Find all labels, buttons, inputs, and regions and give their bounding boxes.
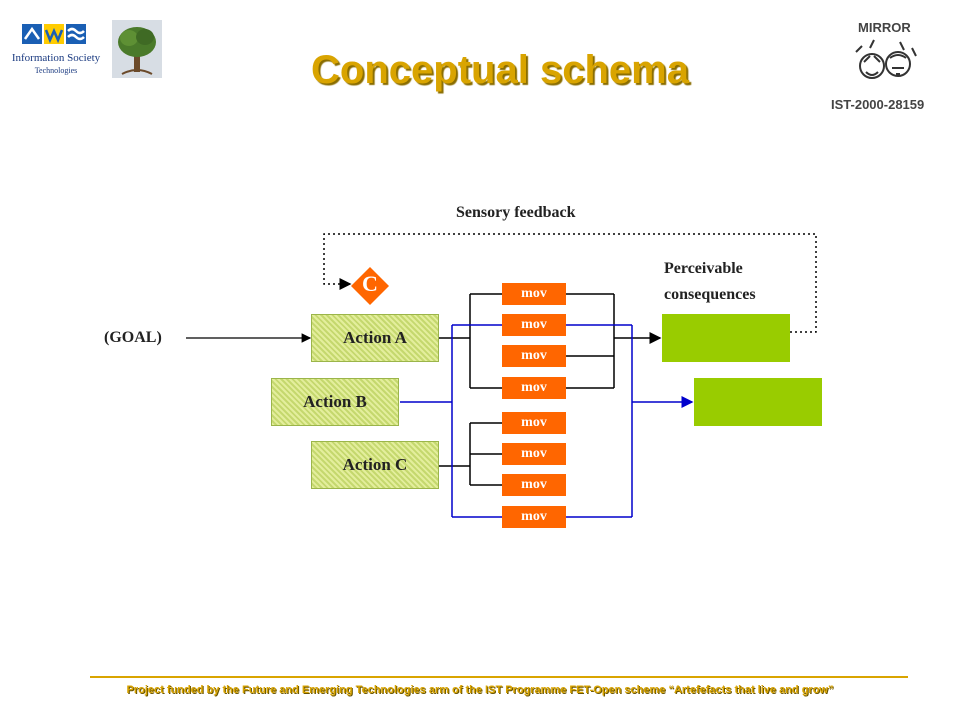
ist-logo-text-1: Information Society	[11, 52, 101, 64]
page-title: Conceptual schema	[311, 48, 689, 92]
project-code: IST-2000-28159	[831, 97, 925, 112]
action-b-connectors	[400, 324, 694, 518]
consequence-box-2	[694, 378, 822, 426]
consequences-label-2: consequences	[664, 286, 756, 303]
diamond-icon	[351, 267, 389, 305]
action-c-connectors	[438, 422, 502, 486]
action-a-connectors	[438, 293, 502, 389]
consequence-1-connectors	[566, 293, 662, 389]
mov-box: mov	[502, 377, 566, 399]
mov-box: mov	[502, 506, 566, 528]
mov-box: mov	[502, 345, 566, 367]
mov-box: mov	[502, 283, 566, 305]
consequence-box-1	[662, 314, 790, 362]
feedback-loop-line	[323, 233, 817, 333]
sensory-feedback-label: Sensory feedback	[456, 204, 576, 221]
action-c-box: Action C	[311, 441, 439, 489]
mov-box: mov	[502, 314, 566, 336]
tree-image	[112, 20, 162, 78]
consequences-label-1: Perceivable	[664, 260, 743, 277]
mov-box: mov	[502, 443, 566, 465]
controller-label: C	[362, 271, 378, 296]
mirror-logo-icon	[855, 39, 917, 79]
project-name: MIRROR	[858, 20, 911, 35]
footer-divider	[90, 676, 908, 678]
mov-box: mov	[502, 412, 566, 434]
ist-logo-text-2: Technologies	[34, 66, 78, 75]
action-a-box: Action A	[311, 314, 439, 362]
mirror-logo	[850, 38, 920, 88]
controller-diamond: C	[350, 266, 390, 306]
tree-icon	[112, 20, 162, 78]
action-b-box: Action B	[271, 378, 399, 426]
ist-logo: Information Society Technologies	[8, 22, 104, 84]
mov-box: mov	[502, 474, 566, 496]
goal-label: (GOAL)	[104, 329, 162, 346]
ist-logo-icon	[22, 24, 86, 44]
footer-text: Project funded by the Future and Emergin…	[126, 684, 834, 696]
